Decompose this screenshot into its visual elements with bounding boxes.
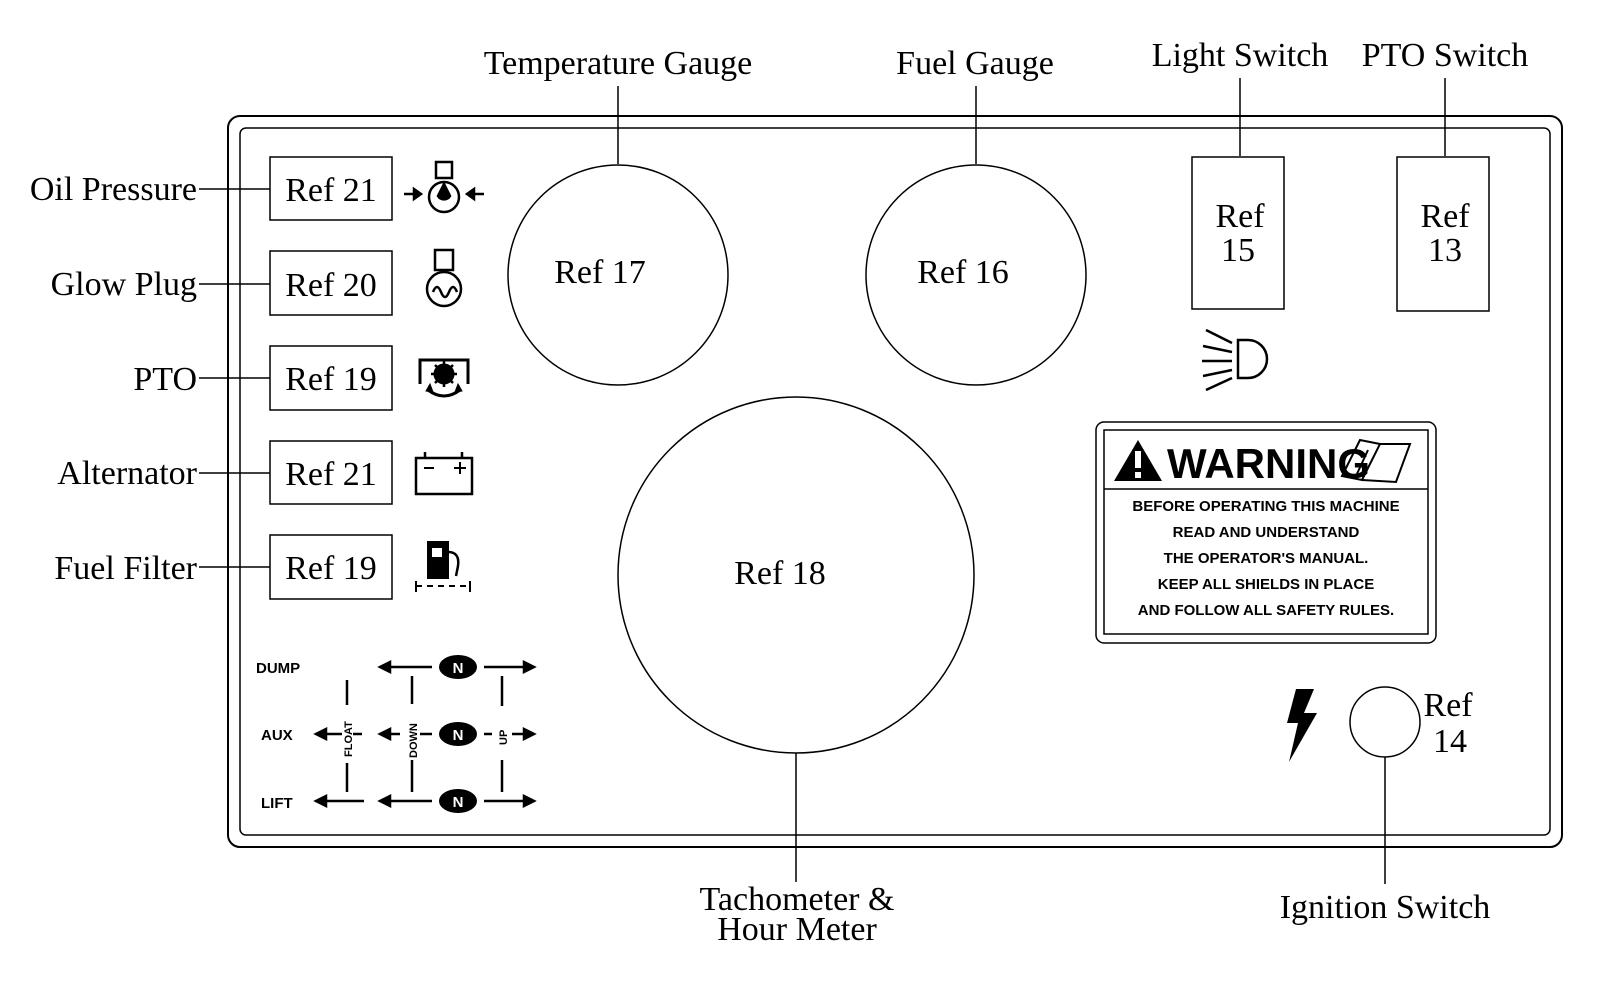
warning-decal: WARNING BEFORE OPERATING THIS MACHINE RE… bbox=[1095, 421, 1437, 644]
indicator-box bbox=[269, 345, 393, 411]
fuel-pump-icon bbox=[415, 541, 471, 592]
warning-title: WARNING bbox=[1167, 440, 1370, 487]
lift-label: LIFT bbox=[261, 795, 293, 812]
oil-pressure-callout: Oil Pressure bbox=[30, 171, 197, 208]
aux-label: AUX bbox=[261, 727, 293, 744]
light-switch-ref-line1: Ref bbox=[1215, 198, 1265, 235]
down-label: DOWN bbox=[408, 723, 420, 758]
indicator-row-pto: PTO Ref 19 bbox=[133, 345, 470, 411]
ignition-switch-callout: Ignition Switch bbox=[1280, 889, 1491, 926]
pto-switch: Ref 13 bbox=[1396, 156, 1490, 312]
indicator-ref-label: Ref 19 bbox=[285, 361, 377, 398]
temperature-gauge: Ref 17 bbox=[507, 164, 729, 386]
indicator-box bbox=[269, 440, 393, 505]
temperature-gauge-callout: Temperature Gauge bbox=[484, 45, 753, 82]
tachometer-gauge: Ref 18 bbox=[617, 396, 975, 754]
pto-callout: PTO bbox=[133, 361, 197, 398]
warning-line: BEFORE OPERATING THIS MACHINE bbox=[1132, 498, 1399, 515]
fuel-gauge-ref: Ref 16 bbox=[917, 254, 1009, 291]
light-switch-ref-line2: 15 bbox=[1221, 232, 1255, 269]
warning-line: THE OPERATOR'S MANUAL. bbox=[1164, 550, 1369, 567]
glow-plug-icon bbox=[425, 248, 463, 308]
dump-label: DUMP bbox=[256, 660, 300, 677]
neutral-marker: N bbox=[439, 722, 477, 746]
tachometer-callout-line1: Tachometer & bbox=[700, 881, 895, 918]
pto-switch-callout: PTO Switch bbox=[1362, 37, 1529, 74]
neutral-label: N bbox=[453, 660, 464, 677]
alternator-callout: Alternator bbox=[57, 455, 197, 492]
pto-switch-ref-line1: Ref bbox=[1420, 198, 1470, 235]
hydraulic-control-decal: DUMP AUX LIFT FLOAT DOWN UP bbox=[256, 655, 537, 813]
manual-book-icon bbox=[1340, 438, 1412, 484]
neutral-marker: N bbox=[439, 655, 477, 679]
fuel-filter-callout: Fuel Filter bbox=[54, 550, 197, 587]
pto-switch-ref-line2: 13 bbox=[1428, 232, 1462, 269]
ignition-switch-ref-line1: Ref bbox=[1423, 687, 1473, 724]
indicator-ref-label: Ref 21 bbox=[285, 172, 377, 209]
light-switch: Ref 15 bbox=[1191, 156, 1285, 310]
indicator-box bbox=[269, 156, 393, 221]
indicator-ref-label: Ref 21 bbox=[285, 456, 377, 493]
pto-icon bbox=[418, 358, 470, 398]
oil-pressure-icon bbox=[404, 160, 484, 214]
tachometer-gauge-ref: Ref 18 bbox=[734, 555, 826, 592]
warning-line: READ AND UNDERSTAND bbox=[1173, 524, 1360, 541]
indicator-row-oil-pressure: Oil Pressure Ref 21 bbox=[30, 156, 484, 221]
warning-line: KEEP ALL SHIELDS IN PLACE bbox=[1158, 576, 1374, 593]
indicator-box bbox=[269, 250, 393, 316]
indicator-row-glow-plug: Glow Plug Ref 20 bbox=[51, 248, 463, 316]
warning-line: AND FOLLOW ALL SAFETY RULES. bbox=[1138, 602, 1394, 619]
indicator-ref-label: Ref 19 bbox=[285, 550, 377, 587]
lightning-icon bbox=[1287, 689, 1317, 762]
panel-outline bbox=[227, 115, 1563, 848]
battery-icon bbox=[414, 452, 474, 496]
up-label: UP bbox=[498, 730, 510, 745]
warning-triangle-icon bbox=[1114, 440, 1162, 481]
neutral-marker: N bbox=[439, 789, 477, 813]
tachometer-callout-line2: Hour Meter bbox=[717, 911, 877, 948]
light-switch-callout: Light Switch bbox=[1152, 37, 1329, 74]
headlight-icon bbox=[1202, 328, 1269, 392]
ignition-switch: Ref 14 bbox=[1349, 686, 1473, 760]
temperature-gauge-ref: Ref 17 bbox=[554, 254, 646, 291]
float-label: FLOAT bbox=[343, 721, 355, 757]
neutral-label: N bbox=[453, 794, 464, 811]
fuel-gauge: Ref 16 bbox=[865, 164, 1087, 386]
indicator-row-fuel-filter: Fuel Filter Ref 19 bbox=[54, 534, 471, 600]
indicator-ref-label: Ref 20 bbox=[285, 267, 377, 304]
ignition-switch-ref-line2: 14 bbox=[1433, 723, 1467, 760]
indicator-box bbox=[269, 534, 393, 600]
neutral-label: N bbox=[453, 727, 464, 744]
indicator-row-alternator: Alternator Ref 21 bbox=[57, 440, 474, 505]
fuel-gauge-callout: Fuel Gauge bbox=[896, 45, 1054, 82]
glow-plug-callout: Glow Plug bbox=[51, 266, 197, 303]
